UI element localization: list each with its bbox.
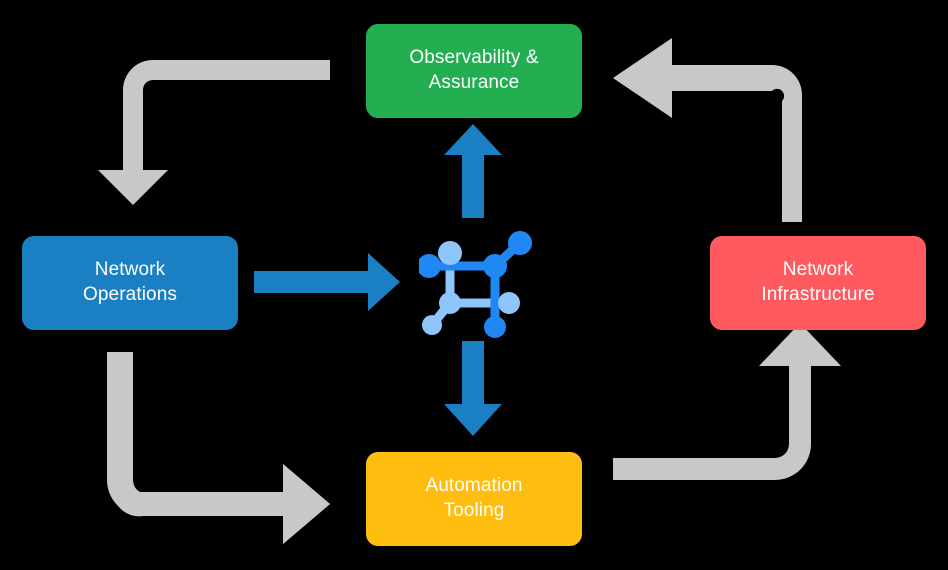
box-operations-label-line1: Network [94,259,166,281]
box-automation-label-line2: Tooling [443,500,505,521]
box-infrastructure-label: Network Infrastructure [761,258,874,307]
blue-arrow-hub-to-observability [444,124,502,218]
box-operations-label: Network Operations [83,258,177,307]
box-operations-label-line2: Operations [83,284,177,305]
box-automation-tooling[interactable]: Automation Tooling [366,452,582,546]
network-topology-icon [419,221,537,339]
gray-arrow-observability-to-operations [98,60,330,205]
gray-arrow-automation-to-infrastructure [613,323,841,480]
box-observability-label-line2: Assurance [428,72,520,93]
box-network-operations[interactable]: Network Operations [22,236,238,330]
gray-arrow-operations-to-automation [107,352,330,544]
box-observability-label-line1: Observability & [409,47,539,69]
box-automation-label: Automation Tooling [425,474,522,523]
box-network-infrastructure[interactable]: Network Infrastructure [710,236,926,330]
blue-arrow-operations-to-hub [254,253,400,311]
gray-arrow-infrastructure-to-observability [613,38,802,222]
box-automation-label-line1: Automation [425,475,523,497]
box-infrastructure-label-line1: Network [782,259,854,281]
network-nodes [419,231,532,338]
box-observability-assurance[interactable]: Observability & Assurance [366,24,582,118]
box-infrastructure-label-line2: Infrastructure [761,284,875,305]
blue-arrow-hub-to-automation [444,341,502,436]
box-observability-label: Observability & Assurance [409,46,538,95]
